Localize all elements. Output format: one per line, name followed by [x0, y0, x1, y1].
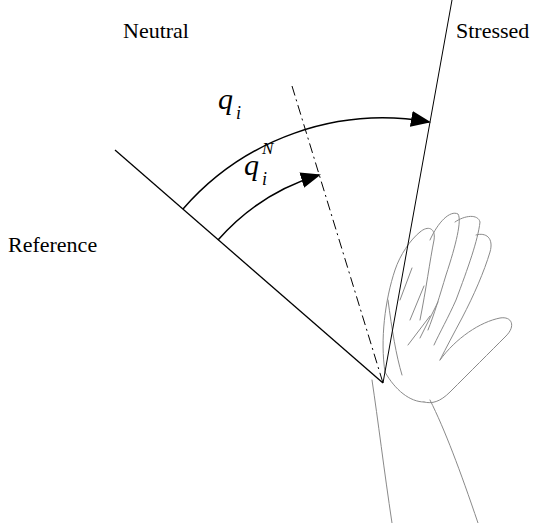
finger	[434, 216, 480, 345]
wrist-line	[430, 400, 478, 523]
line-label: Neutral	[123, 20, 189, 42]
angle-superscript: N	[262, 140, 273, 157]
palm-base	[385, 372, 424, 402]
hand-sketch	[372, 213, 512, 523]
stressed-line	[383, 0, 452, 383]
line-label: Stressed	[456, 20, 529, 42]
angle-symbol: q	[218, 84, 233, 114]
angle-arc	[218, 175, 319, 240]
angle-symbol: q	[244, 150, 259, 180]
thumb	[424, 318, 512, 403]
reference-line	[115, 150, 383, 383]
palm-shade	[388, 300, 402, 375]
finger	[420, 228, 434, 320]
wrist-line	[372, 380, 392, 523]
angle-subscript: i	[236, 104, 241, 122]
tendon-sketch	[400, 268, 438, 345]
angle-arc	[183, 118, 429, 209]
neutral-line	[292, 86, 383, 383]
finger	[440, 234, 491, 360]
line-label: Reference	[8, 234, 97, 256]
angle-subscript: i	[262, 170, 267, 188]
